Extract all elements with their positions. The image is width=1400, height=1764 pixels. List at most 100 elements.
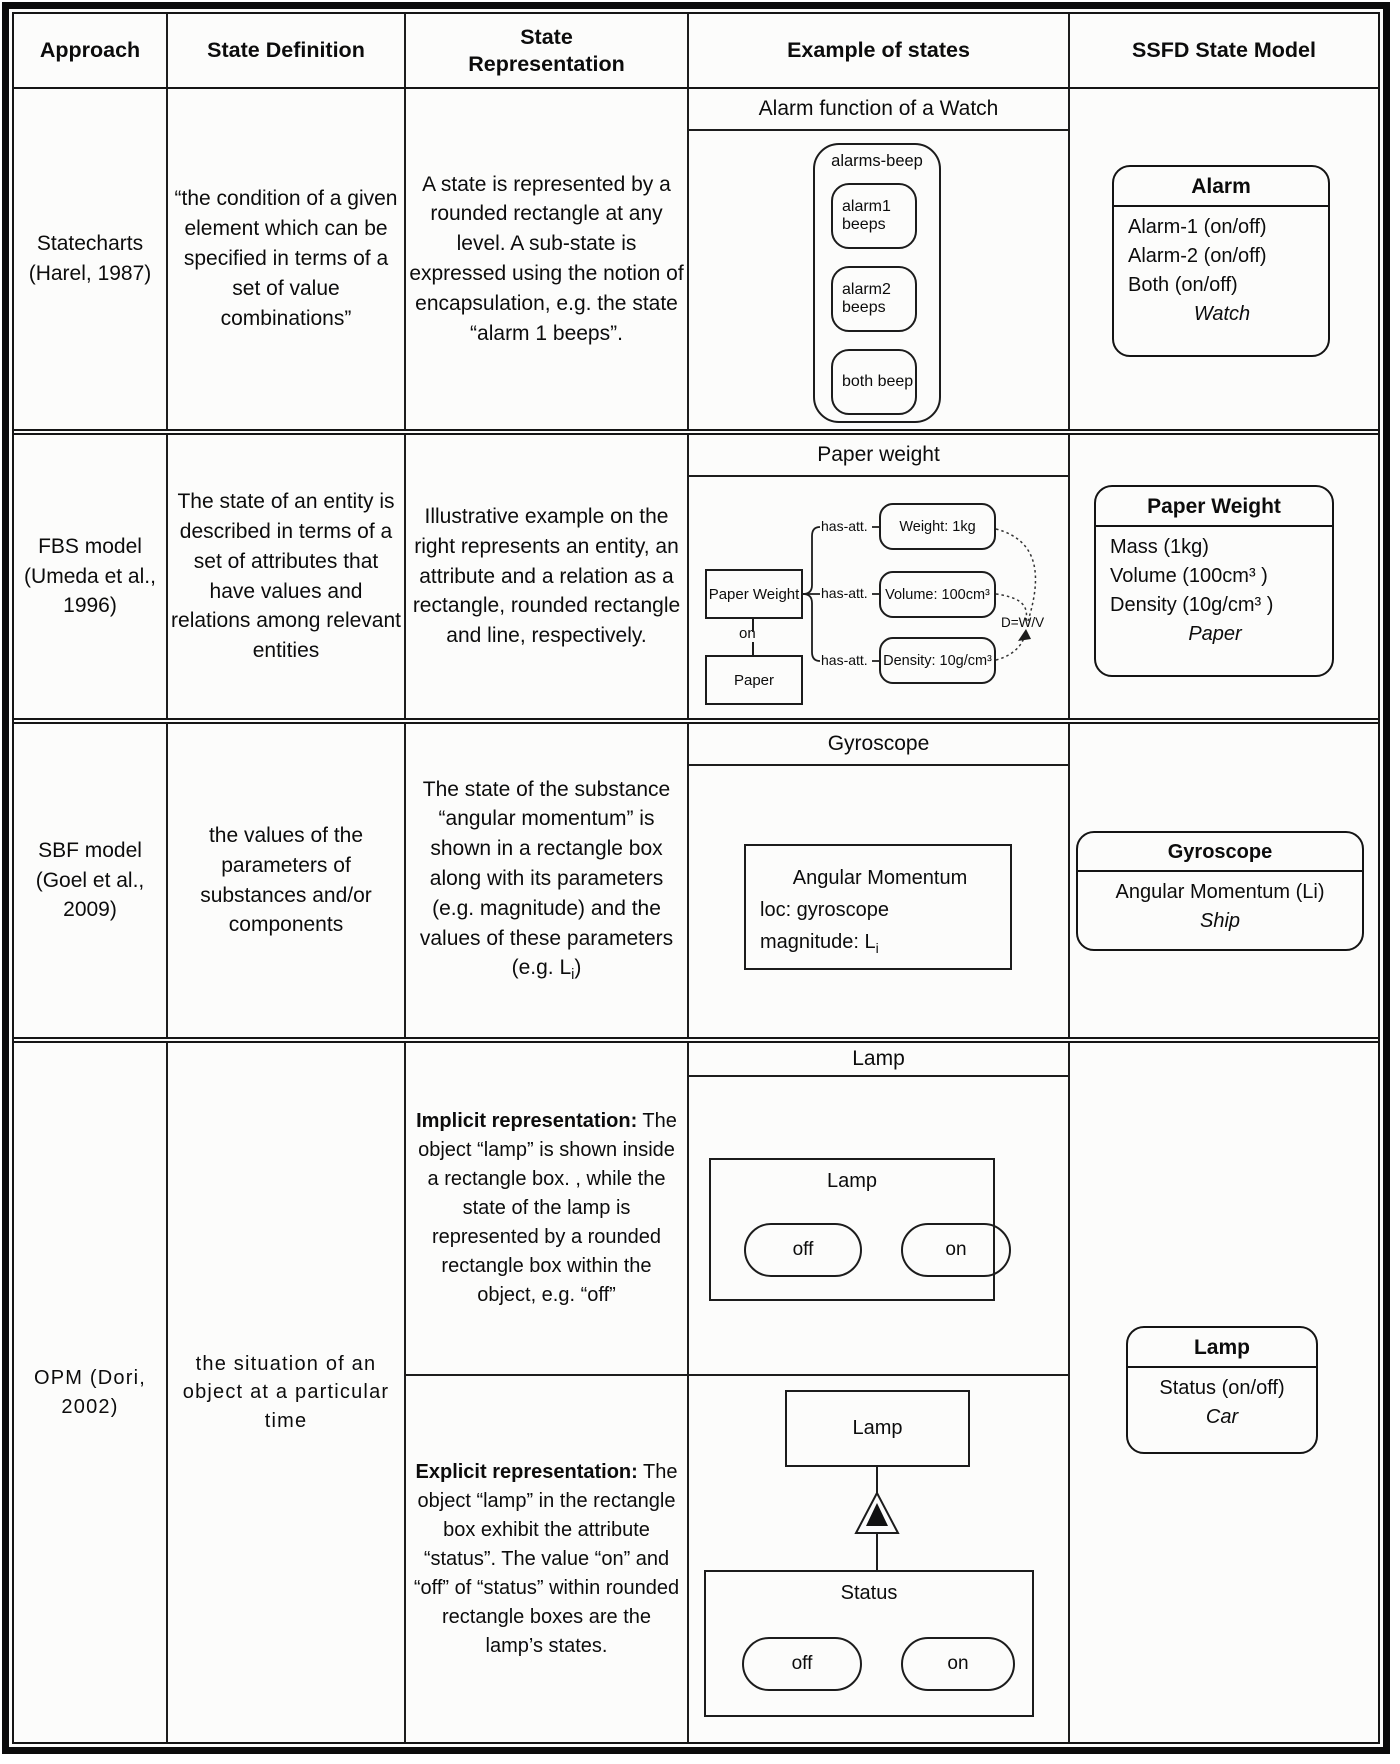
statecharts-example-title-text: Alarm function of a Watch: [758, 97, 999, 120]
lamp-on-state-pill: on: [901, 1223, 1011, 1277]
angular-momentum-label: Angular Momentum: [792, 867, 968, 889]
sbf-representation-text: The state of the substance “angular mome…: [419, 777, 674, 984]
ssfd-alarm-context: Watch: [1193, 303, 1251, 325]
lamp-explicit-object-box: Lamp: [785, 1390, 970, 1467]
comparison-table: Approach State Definition State Represen…: [12, 12, 1380, 1744]
volume-attribute-box: Volume: 100cm³: [879, 571, 996, 618]
lamp-explicit-object-label: Lamp: [852, 1417, 903, 1439]
ssfd-gyroscope-box: Gyroscope Angular Momentum (Li) Ship: [1076, 831, 1364, 951]
ssfd-alarm-line1: Alarm-1 (on/off): [1128, 216, 1267, 238]
fbs-example-title-text: Paper weight: [817, 443, 940, 466]
statecharts-representation-text: A state is represented by a rounded rect…: [409, 172, 684, 345]
opm-implicit-example: Lamp Lamp off on: [689, 1043, 1068, 1376]
opm-example-cell: Lamp Lamp off on Lamp: [689, 1043, 1070, 1742]
ssfd-lamp-body: Status (on/off) Car: [1128, 1368, 1316, 1436]
fbs-connector-lines: [802, 526, 1037, 662]
opm-definition-cell: the situation of an object at a particul…: [168, 1043, 406, 1742]
ssfd-gyroscope-body: Angular Momentum (Li) Ship: [1078, 872, 1362, 940]
sbf-approach-text: SBF model (Goel et al., 2009): [35, 838, 145, 922]
opm-example-title-text: Lamp: [852, 1047, 905, 1070]
lamp-off-state-pill: off: [744, 1223, 862, 1277]
sbf-example-cell: Gyroscope Angular Momentum loc: gyroscop…: [689, 724, 1070, 1037]
sbf-definition-cell: the values of the parameters of substanc…: [168, 724, 406, 1037]
ssfd-alarm-line3: Both (on/off): [1128, 274, 1238, 296]
ssfd-lamp-context: Car: [1205, 1406, 1239, 1428]
opm-exhibition-link: [854, 1467, 900, 1570]
statecharts-definition-text: “the condition of a given element which …: [174, 187, 398, 330]
statecharts-definition-cell: “the condition of a given element which …: [168, 89, 406, 429]
ssfd-alarm-title: Alarm: [1114, 167, 1328, 207]
header-row: Approach State Definition State Represen…: [14, 14, 1378, 89]
relation-line-lower: [752, 642, 754, 655]
status-on-label: on: [947, 1653, 969, 1674]
density-formula-label: D=W/V: [1001, 615, 1045, 630]
header-approach-label: Approach: [39, 38, 141, 62]
status-attribute-label: Status: [840, 1582, 898, 1604]
ssfd-gyroscope-context: Ship: [1199, 910, 1241, 932]
opm-explicit-example: Lamp Status off on: [689, 1376, 1068, 1742]
opm-approach-text: OPM (Dori, 2002): [34, 1367, 146, 1418]
fbs-example-cell: Paper weight Paper Weight on Paper ha: [689, 435, 1070, 718]
opm-representation-cell: Implicit representation: The object “lam…: [406, 1043, 689, 1742]
ssfd-alarm-line2: Alarm-2 (on/off): [1128, 245, 1267, 267]
header-example-of-states: Example of states: [689, 14, 1070, 87]
ssfd-lamp-box: Lamp Status (on/off) Car: [1126, 1326, 1318, 1454]
status-off-label: off: [791, 1653, 813, 1674]
gyroscope-sbf-diagram: Angular Momentum loc: gyroscope magnitud…: [689, 766, 1068, 1037]
both-beep-label: both beep: [842, 372, 914, 390]
volume-attribute-label: Volume: 100cm³: [885, 586, 990, 603]
on-relation-label: on: [739, 625, 756, 642]
statecharts-approach-cell: Statecharts (Harel, 1987): [14, 89, 168, 429]
fbs-definition-cell: The state of an entity is described in t…: [168, 435, 406, 718]
row-opm: OPM (Dori, 2002) the situation of an obj…: [14, 1037, 1378, 1742]
row-statecharts: Statecharts (Harel, 1987) “the condition…: [14, 89, 1378, 429]
statecharts-representation-cell: A state is represented by a rounded rect…: [406, 89, 689, 429]
sbf-ssfd-cell: Gyroscope Angular Momentum (Li) Ship: [1070, 724, 1378, 1037]
density-attribute-label: Density: 10g/cm³: [883, 652, 992, 669]
paper-weight-fbs-diagram: Paper Weight on Paper has-att. has-att. …: [689, 477, 1068, 718]
sbf-example-title-text: Gyroscope: [827, 732, 930, 755]
alarm2-beeps-label: alarm2 beeps: [842, 280, 891, 316]
opm-implicit-representation-text: Implicit representation: The object “lam…: [416, 1110, 677, 1306]
statecharts-ssfd-cell: Alarm Alarm-1 (on/off) Alarm-2 (on/off) …: [1070, 89, 1378, 429]
alarm1-beeps-state-box: alarm1 beeps: [831, 183, 917, 249]
ssfd-paper-weight-body: Mass (1kg) Volume (100cm³ ) Density (10g…: [1096, 527, 1332, 653]
sbf-example-title: Gyroscope: [689, 724, 1068, 766]
alarm1-beeps-label: alarm1 beeps: [842, 197, 891, 233]
sbf-definition-text: the values of the parameters of substanc…: [200, 823, 372, 937]
watch-statechart-diagram: alarms-beep alarm1 beeps alarm2 beeps bo…: [689, 131, 1068, 429]
has-att-label-2: has-att.: [821, 585, 868, 601]
loc-gyroscope-label: loc: gyroscope: [760, 899, 889, 921]
lamp-object-label: Lamp: [826, 1170, 878, 1192]
weight-attribute-box: Weight: 1kg: [879, 503, 996, 550]
paper-entity-box: Paper: [705, 655, 803, 705]
header-state-definition-label: State Definition: [207, 38, 365, 62]
row-sbf: SBF model (Goel et al., 2009) the values…: [14, 718, 1378, 1037]
opm-ssfd-cell: Lamp Status (on/off) Car: [1070, 1043, 1378, 1742]
alarm2-beeps-state-box: alarm2 beeps: [831, 266, 917, 332]
header-state-representation: State Representation: [406, 14, 689, 87]
lamp-on-label: on: [945, 1239, 967, 1260]
magnitude-label: magnitude: Li: [760, 931, 879, 956]
opm-example-title: Lamp: [689, 1043, 1068, 1077]
fbs-representation-cell: Illustrative example on the right repres…: [406, 435, 689, 718]
paper-entity-label: Paper: [733, 671, 775, 689]
lamp-object-box: Lamp off on: [709, 1158, 1011, 1301]
header-approach: Approach: [14, 14, 168, 87]
paper-weight-entity-box: Paper Weight: [705, 569, 803, 619]
angular-momentum-substance-box: Angular Momentum loc: gyroscope magnitud…: [744, 844, 1012, 970]
status-on-state-pill: on: [901, 1637, 1015, 1691]
both-beep-state-box: both beep: [831, 349, 917, 415]
fbs-example-title: Paper weight: [689, 435, 1068, 477]
header-example-label: Example of states: [787, 38, 970, 62]
ssfd-lamp-title: Lamp: [1128, 1328, 1316, 1368]
ssfd-paper-weight-line1: Mass (1kg): [1110, 536, 1209, 558]
fbs-approach-cell: FBS model (Umeda et al., 1996): [14, 435, 168, 718]
fbs-definition-text: The state of an entity is described in t…: [171, 490, 401, 663]
opm-approach-cell: OPM (Dori, 2002): [14, 1043, 168, 1742]
has-att-label-1: has-att.: [821, 518, 868, 534]
header-ssfd-label: SSFD State Model: [1132, 38, 1316, 62]
alarms-beep-label: alarms-beep: [831, 152, 923, 170]
header-ssfd-state-model: SSFD State Model: [1070, 14, 1378, 87]
